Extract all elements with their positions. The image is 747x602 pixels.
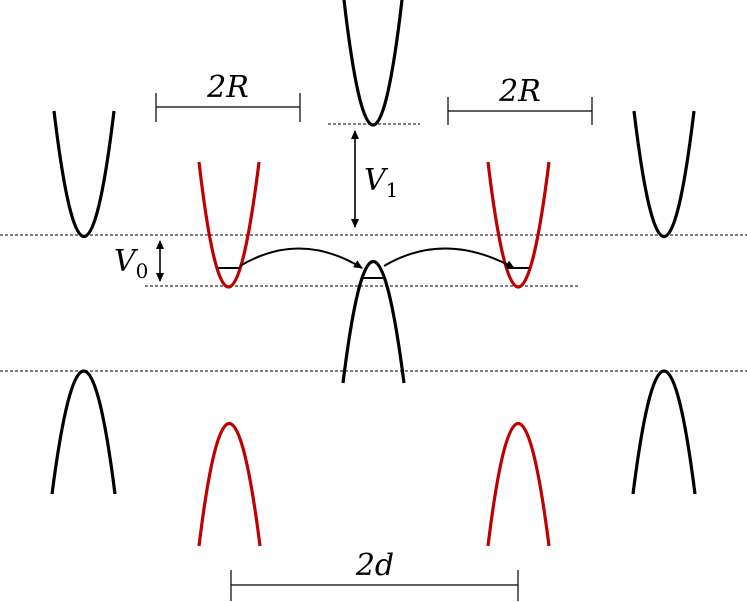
right-lead-upper-band [632, 110, 696, 238]
right-ring-lower-band [486, 422, 551, 547]
distance-label: 2d [355, 548, 394, 583]
radius-left-label: 2R [206, 70, 249, 105]
center-barrier-band [341, 260, 406, 384]
hop-arrow-left [239, 247, 363, 269]
v0-label: V0 [114, 244, 148, 283]
radius-right-label: 2R [498, 74, 541, 109]
left-lead-lower-band [50, 369, 117, 495]
v1-label: V1 [364, 163, 398, 202]
left-ring-upper-band [197, 161, 261, 289]
hop-arrow-right [383, 247, 515, 269]
left-ring-lower-band [197, 422, 262, 547]
center-upper-band [342, 0, 404, 127]
right-lead-lower-band [631, 369, 697, 495]
left-lead-upper-band [52, 110, 116, 238]
right-ring-upper-band [486, 161, 551, 289]
